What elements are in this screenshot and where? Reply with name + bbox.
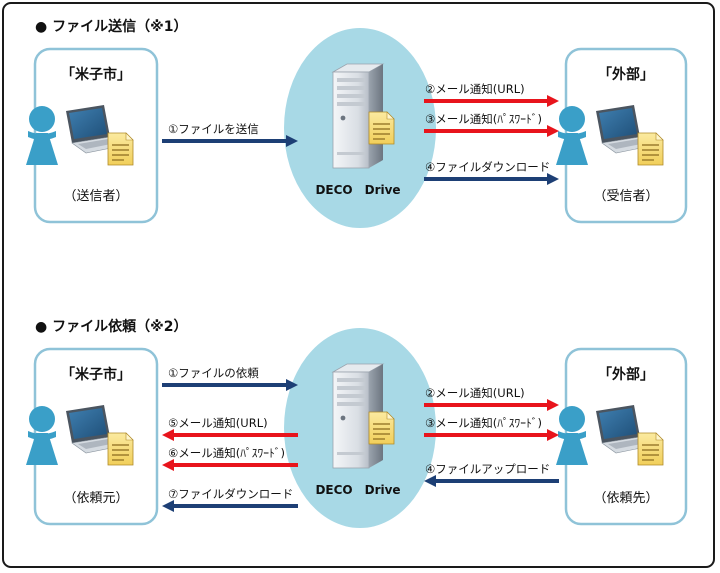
right-party-role: （依頼先） — [593, 491, 658, 506]
flow-arrow — [162, 429, 298, 441]
document-icon — [368, 411, 395, 445]
server-label: DECO Drive — [315, 183, 400, 197]
person-icon — [556, 406, 588, 465]
section-title: ● ファイル依頼（※2） — [35, 318, 187, 335]
arrow-label: ③メール通知(ﾊﾟｽﾜｰﾄﾞ) — [425, 112, 542, 126]
section-title: ● ファイル送信（※1） — [35, 18, 187, 35]
right-party-box: 「外部」 （受信者） — [556, 47, 688, 224]
left-party-name: 「米子市」 — [61, 66, 131, 83]
arrow-label: ④ファイルダウンロード — [425, 160, 550, 174]
right-party-box: 「外部」 （依頼先） — [556, 347, 688, 526]
server-cloud: DECO Drive — [284, 328, 436, 528]
left-party-box: 「米子市」 （送信者） — [26, 47, 159, 224]
document-icon — [637, 432, 664, 466]
flow-arrow — [162, 135, 298, 147]
server-cloud: DECO Drive — [284, 28, 436, 228]
flow-arrow — [424, 173, 559, 185]
arrow-label: ③メール通知(ﾊﾟｽﾜｰﾄﾞ) — [425, 416, 542, 430]
arrow-label: ⑦ファイルダウンロード — [168, 487, 293, 501]
right-party-role: （受信者） — [593, 189, 658, 204]
document-icon — [107, 132, 134, 166]
flow-arrow — [162, 379, 298, 391]
left-party-name: 「米子市」 — [61, 366, 131, 383]
person-icon — [26, 106, 58, 165]
flow-arrow — [424, 475, 559, 487]
person-icon — [26, 406, 58, 465]
arrow-label: ⑤メール通知(URL) — [168, 416, 268, 430]
document-icon — [107, 432, 134, 466]
diagram-frame — [2, 2, 715, 568]
document-icon — [637, 132, 664, 166]
document-icon — [368, 111, 395, 145]
arrow-label: ⑥メール通知(ﾊﾟｽﾜｰﾄﾞ) — [168, 446, 285, 460]
arrow-label: ④ファイルアップロード — [425, 462, 550, 476]
arrow-label: ①ファイルの依頼 — [168, 366, 259, 380]
left-party-box: 「米子市」 （依頼元） — [26, 347, 159, 526]
flow-arrow — [424, 429, 559, 441]
flow-arrow — [162, 459, 298, 471]
left-party-role: （送信者） — [63, 189, 128, 204]
flow-arrow — [424, 399, 559, 411]
flow-arrow — [162, 500, 298, 512]
arrow-label: ②メール通知(URL) — [425, 386, 525, 400]
right-party-name: 「外部」 — [598, 66, 654, 83]
left-party-role: （依頼元） — [63, 491, 128, 506]
flow-section-1: ● ファイル送信（※1） 「米子市」 （送信者） 「外部」 （受信者） DECO Driv… — [26, 18, 688, 228]
flow-arrow — [424, 95, 559, 107]
right-party-name: 「外部」 — [598, 366, 654, 383]
person-icon — [556, 106, 588, 165]
flow-section-2: ● ファイル依頼（※2） 「米子市」 （依頼元） 「外部」 （依頼先） DECO Driv… — [26, 318, 688, 528]
arrow-label: ②メール通知(URL) — [425, 82, 525, 96]
server-label: DECO Drive — [315, 483, 400, 497]
flow-arrow — [424, 125, 559, 137]
arrow-label: ①ファイルを送信 — [168, 122, 259, 136]
